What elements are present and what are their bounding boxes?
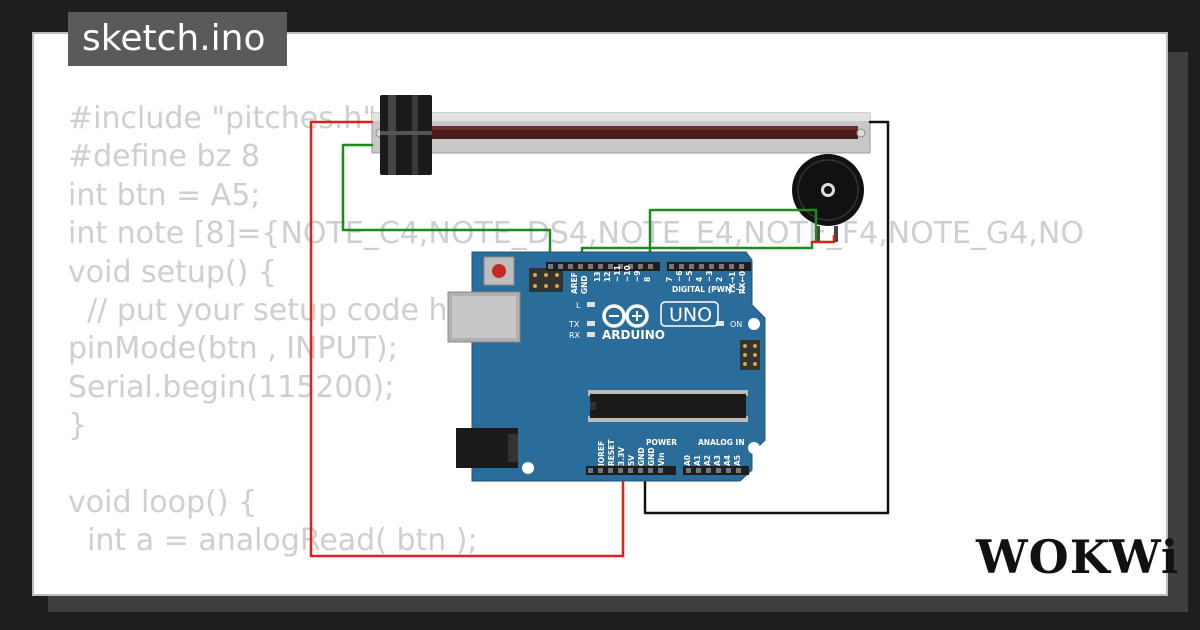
wokwi-logo: WOKWi — [976, 530, 1180, 584]
led-label-rx: RX — [569, 331, 581, 340]
mounting-hole — [522, 462, 534, 474]
usb-port — [447, 291, 521, 343]
wire-green-buzzer[interactable] — [648, 208, 818, 270]
digital-header — [546, 262, 751, 271]
led-label-tx: TX — [568, 320, 580, 329]
microcontroller-chip — [588, 390, 748, 422]
pin-label: ~11 — [613, 265, 622, 282]
code-line: void setup() { — [68, 254, 277, 290]
pin-label: IOREF — [597, 441, 606, 466]
buzzer[interactable] — [792, 154, 864, 242]
pin-label: A5 — [733, 455, 742, 466]
code-line: int a = analogRead( btn ); — [68, 523, 478, 559]
pin-label: A3 — [713, 455, 722, 466]
pin-label: A0 — [683, 455, 692, 466]
code-line: #define bz 8 — [68, 139, 260, 175]
led-on — [716, 321, 724, 326]
file-name-tab[interactable]: sketch.ino — [68, 12, 288, 66]
model-badge — [660, 301, 719, 327]
power-header — [586, 466, 676, 475]
pin-label: 13 — [593, 272, 602, 282]
pin-label: 2 — [715, 277, 724, 282]
pin-label: 4 — [695, 277, 704, 282]
pin-label: 3.3V — [617, 447, 626, 466]
pin-label: A2 — [703, 455, 712, 466]
pin-label: A1 — [693, 455, 702, 466]
pin-label: Vin — [657, 452, 666, 466]
pin-label: 7 — [665, 277, 674, 282]
led-label-l: L — [576, 301, 581, 310]
slider-knob[interactable] — [380, 95, 432, 175]
code-line: int btn = A5; — [68, 177, 261, 213]
analog-in-label: ANALOG IN — [698, 438, 745, 447]
arduino-logo-icon — [602, 304, 649, 328]
code-line: #include "pitches.h" — [68, 101, 377, 136]
led-l — [587, 302, 595, 307]
pin-label: RX←0 — [738, 271, 747, 294]
pin-label: ~6 — [675, 270, 684, 282]
board-model: UNO — [669, 304, 712, 326]
led-label-on: ON — [730, 320, 742, 329]
pin-label: RESET — [607, 439, 616, 466]
led-tx — [587, 321, 595, 326]
led-rx — [587, 332, 595, 337]
pin-label: ~9 — [633, 270, 642, 282]
pin-label: GND — [647, 447, 656, 466]
slide-potentiometer[interactable] — [371, 95, 871, 175]
pin-label: ~3 — [705, 270, 714, 282]
mounting-hole — [748, 318, 760, 330]
pin-label: GND — [580, 275, 589, 294]
arduino-uno-board[interactable]: AREF GND 13 12 ~11 ~10 ~9 8 7 ~6 ~5 4 ~3… — [447, 251, 766, 482]
code-line: Serial.begin(115200); — [68, 369, 395, 405]
power-jack — [456, 428, 518, 468]
code-line: } — [68, 408, 88, 444]
pin-label: ~10 — [623, 265, 632, 282]
analog-header — [683, 466, 749, 475]
digital-label: DIGITAL (PWM ~) — [672, 285, 745, 294]
pin-label: TX→1 — [728, 272, 737, 294]
pin-label: AREF — [570, 272, 579, 294]
icsp-header-2 — [740, 340, 760, 370]
wire-red[interactable] — [309, 120, 625, 558]
pin-label: A4 — [723, 455, 732, 466]
pin-label: 5V — [627, 455, 636, 466]
wire-black[interactable] — [643, 120, 890, 515]
mounting-hole — [748, 442, 760, 454]
board-brand: ARDUINO — [602, 328, 665, 342]
power-label: POWER — [646, 438, 677, 447]
pin-label: 8 — [643, 277, 652, 282]
reset-button[interactable] — [483, 256, 515, 286]
pin-label: GND — [637, 447, 646, 466]
icsp-header — [529, 268, 563, 292]
wire-red-buzzer[interactable] — [810, 234, 836, 244]
wire-green-pot[interactable] — [341, 143, 552, 270]
pin-label: ~5 — [685, 270, 694, 282]
pin-label: 12 — [603, 272, 612, 282]
code-line: void loop() { — [68, 484, 258, 520]
code-line: pinMode(btn , INPUT); — [68, 331, 398, 367]
